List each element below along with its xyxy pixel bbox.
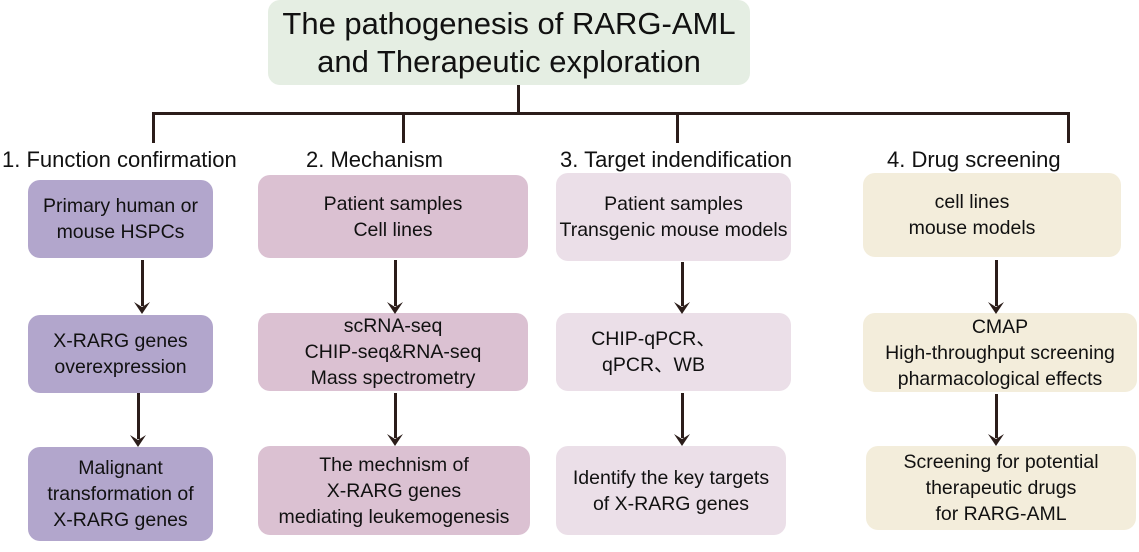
- step-text: Transgenic mouse models: [559, 219, 788, 241]
- diagram-title-box: The pathogenesis of RARG-AML and Therape…: [268, 0, 750, 85]
- branch-bar: [152, 112, 1070, 115]
- branch-drop-3: [676, 112, 679, 143]
- down-arrow-icon: [387, 393, 403, 446]
- branch-drop-2: [402, 112, 405, 143]
- step-text: Patient samples: [604, 193, 743, 215]
- down-arrow-icon: [134, 260, 150, 314]
- step-box-therapeutic-drugs: Screening for potential therapeutic drug…: [866, 446, 1136, 530]
- step-text: Screening for potential: [903, 451, 1099, 473]
- step-text: X-RARG genes: [53, 330, 188, 352]
- step-text: CHIP-seq&RNA-seq: [304, 341, 482, 363]
- step-text: Malignant: [78, 457, 163, 479]
- step-text: Patient samples: [323, 192, 463, 215]
- step-text: X-RARG genes: [53, 509, 188, 531]
- column-header-drug-screening: 4. Drug screening: [887, 147, 1061, 172]
- step-text: of X-RARG genes: [592, 492, 750, 515]
- step-text: mediating leukemogenesis: [278, 505, 510, 528]
- step-box-mechanism-leukemogenesis: The mechnism of X-RARG genes mediating l…: [258, 446, 530, 535]
- down-arrow-icon: [988, 260, 1004, 314]
- step-box-overexpression: X-RARG genes overexpression: [28, 315, 213, 393]
- step-text: mouse models: [908, 217, 1036, 239]
- step-text: mouse HSPCs: [56, 221, 185, 243]
- step-text: overexpression: [54, 356, 187, 378]
- branch-drop-4: [1067, 112, 1070, 143]
- step-text: cell lines: [934, 191, 1010, 213]
- down-arrow-icon: [988, 394, 1004, 446]
- step-text: Primary human or: [43, 195, 198, 217]
- step-text: High-throughput screening: [885, 341, 1115, 364]
- step-text: transformation of: [47, 483, 194, 505]
- step-box-cell-lines-mouse-models: cell lines mouse models: [863, 173, 1121, 257]
- column-header-mechanism: 2. Mechanism: [306, 147, 443, 172]
- step-box-patient-transgenic-models: Patient samples Transgenic mouse models: [556, 173, 791, 261]
- step-box-cmap-screening: CMAP High-throughput screening pharmacol…: [863, 313, 1137, 392]
- down-arrow-icon: [130, 393, 146, 447]
- down-arrow-icon: [387, 260, 403, 314]
- column-header-function-confirmation: 1. Function confirmation: [2, 147, 237, 172]
- step-text: X-RARG genes: [326, 479, 462, 502]
- step-box-primary-hspcs: Primary human or mouse HSPCs: [28, 180, 213, 258]
- step-text: scRNA-seq: [343, 315, 443, 337]
- branch-drop-1: [152, 112, 155, 143]
- title-line-1: The pathogenesis of RARG-AML: [282, 5, 736, 41]
- title-connector: [517, 85, 520, 114]
- step-text: Identify the key targets: [572, 466, 770, 489]
- step-box-sequencing: scRNA-seq CHIP-seq&RNA-seq Mass spectrom…: [258, 313, 528, 391]
- step-text: Mass spectrometry: [310, 367, 476, 389]
- down-arrow-icon: [674, 262, 690, 314]
- step-text: therapeutic drugs: [925, 477, 1077, 499]
- step-text: CMAP: [971, 315, 1029, 338]
- step-text: The mechnism of: [319, 453, 469, 476]
- step-box-key-targets: Identify the key targets of X-RARG genes: [556, 446, 786, 535]
- step-text: CHIP-qPCR、: [591, 328, 716, 350]
- step-text: for RARG-AML: [935, 503, 1067, 525]
- step-box-patient-samples-cell-lines: Patient samples Cell lines: [258, 175, 528, 258]
- title-line-2: and Therapeutic exploration: [317, 43, 701, 79]
- step-text: qPCR、WB: [602, 354, 705, 376]
- step-text: Cell lines: [353, 218, 433, 241]
- step-box-malignant-transformation: Malignant transformation of X-RARG genes: [28, 447, 213, 541]
- step-box-chip-qpcr-wb: CHIP-qPCR、 qPCR、WB: [556, 313, 791, 391]
- down-arrow-icon: [674, 393, 690, 446]
- step-text: pharmacological effects: [897, 367, 1103, 390]
- column-header-target-identification: 3. Target indendification: [560, 147, 792, 172]
